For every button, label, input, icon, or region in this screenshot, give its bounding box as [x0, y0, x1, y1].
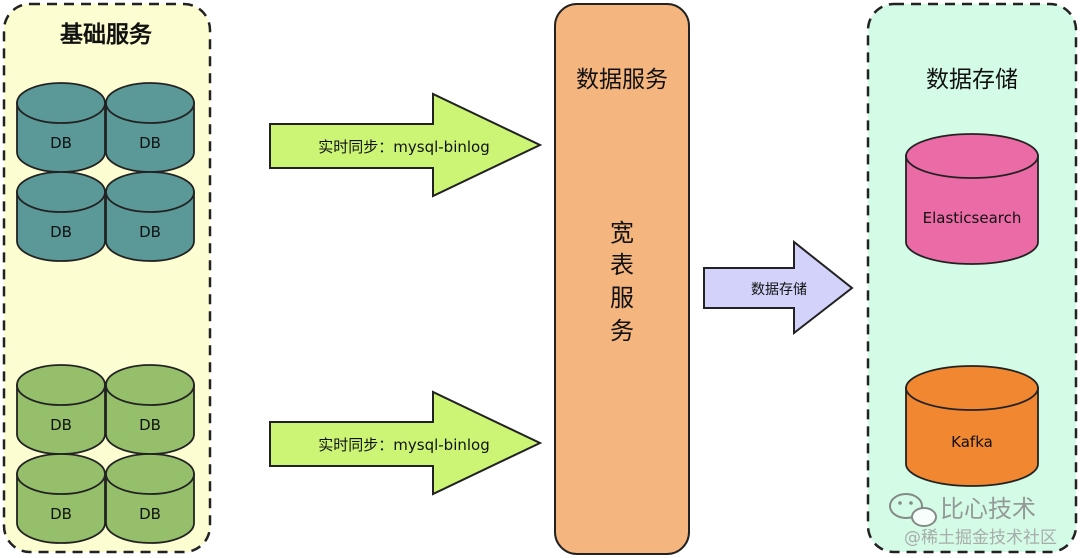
top-db-top	[105, 82, 195, 124]
store-arrow-label: 数据存储	[751, 282, 807, 298]
top-db-top	[16, 82, 106, 124]
bottom-db-top	[16, 364, 106, 406]
watermark-source: @稀土掘金技术社区	[904, 528, 1057, 548]
watermark-brand: 比心技术	[940, 495, 1036, 523]
bottom-db-top	[105, 364, 195, 406]
bottom-db-label: DB	[50, 505, 72, 523]
sync-arrow-bottom: 实时同步：mysql-binlog	[269, 390, 543, 496]
bottom-db-label: DB	[50, 416, 72, 434]
basic-services-title: 基础服务	[60, 22, 153, 48]
wide-table-char-4: 务	[610, 317, 634, 345]
data-storage-title: 数据存储	[926, 67, 1018, 93]
bottom-db-top	[105, 453, 195, 495]
elasticsearch-cylinder: Elasticsearch	[905, 133, 1039, 265]
sync-arrow-top-shape	[269, 92, 543, 198]
top-db-label: DB	[139, 223, 161, 241]
top-db-label: DB	[50, 223, 72, 241]
kafka-cylinder-top	[905, 365, 1039, 411]
bottom-db-3: DB	[16, 453, 106, 544]
store-arrow-shape	[703, 239, 854, 336]
top-db-top	[105, 171, 195, 213]
sync-arrow-top: 实时同步：mysql-binlog	[269, 92, 543, 198]
top-db-label: DB	[139, 134, 161, 152]
top-db-1: DB	[16, 82, 106, 173]
top-db-label: DB	[50, 134, 72, 152]
top-db-4: DB	[105, 171, 195, 262]
bottom-db-2: DB	[105, 364, 195, 455]
bottom-db-1: DB	[16, 364, 106, 455]
db-cluster-bottom: DB DB DB DB	[16, 364, 195, 544]
top-db-3: DB	[16, 171, 106, 262]
kafka-cylinder-body	[905, 387, 1039, 487]
db-cluster-top: DB DB DB DB	[16, 82, 195, 262]
top-db-top	[16, 171, 106, 213]
store-arrow: 数据存储	[703, 239, 854, 336]
bottom-db-top	[16, 453, 106, 495]
elasticsearch-cylinder-body	[905, 155, 1039, 265]
sync-arrow-top-label: 实时同步：mysql-binlog	[318, 138, 489, 156]
watermark: 比心技术 @稀土掘金技术社区	[889, 493, 1057, 548]
sync-arrow-bottom-shape	[269, 390, 543, 496]
bottom-db-label: DB	[139, 416, 161, 434]
elasticsearch-cylinder-top	[905, 133, 1039, 179]
data-service-title: 数据服务	[576, 67, 668, 93]
wide-table-char-3: 服	[610, 284, 634, 312]
top-db-2: DB	[105, 82, 195, 173]
kafka-label: Kafka	[951, 433, 993, 451]
bottom-db-4: DB	[105, 453, 195, 544]
kafka-cylinder: Kafka	[905, 365, 1039, 487]
bottom-db-label: DB	[139, 505, 161, 523]
data-service-box	[554, 3, 690, 555]
wide-table-char-1: 宽	[610, 219, 634, 247]
wechat-icon	[889, 493, 937, 527]
elasticsearch-label: Elasticsearch	[923, 209, 1022, 227]
sync-arrow-bottom-label: 实时同步：mysql-binlog	[318, 436, 489, 454]
wide-table-char-2: 表	[610, 251, 634, 279]
